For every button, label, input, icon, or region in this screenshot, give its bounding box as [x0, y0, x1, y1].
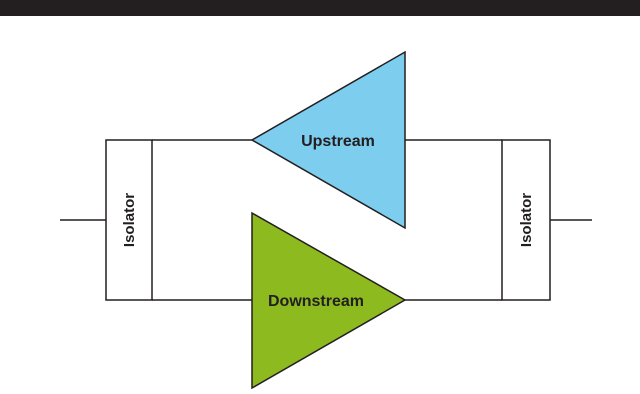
upstream-label: Upstream — [301, 133, 375, 150]
right-isolator-label: Isolator — [518, 193, 535, 247]
downstream-amplifier — [251, 211, 407, 390]
upstream-amplifier — [250, 50, 406, 230]
downstream-label: Downstream — [268, 293, 364, 310]
top-bar — [0, 0, 640, 16]
left-isolator-label: Isolator — [121, 193, 138, 247]
left-isolator — [105, 139, 153, 301]
right-isolator — [501, 139, 551, 301]
